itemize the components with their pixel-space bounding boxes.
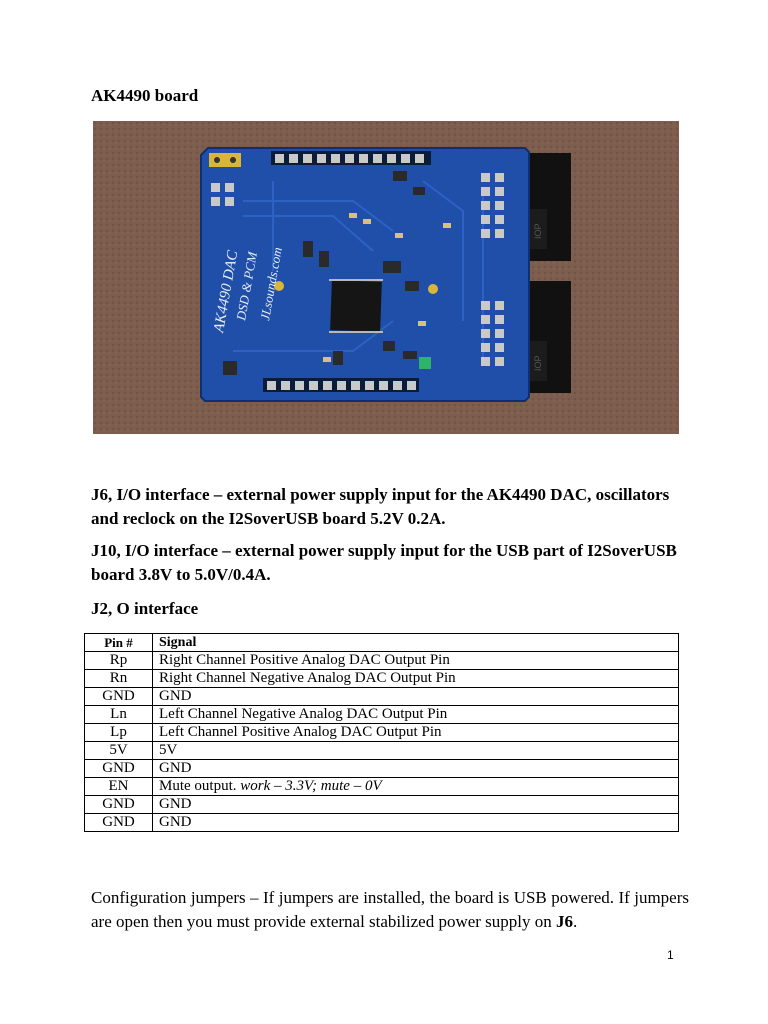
signal-cell: 5V: [152, 741, 679, 760]
config-text: Configuration jumpers – If jumpers are i…: [91, 888, 689, 931]
table-row: EN Mute output. work – 3.3V; mute – 0V: [84, 777, 679, 796]
table-row: 5V 5V: [84, 741, 679, 760]
config-end: .: [573, 912, 578, 931]
pin-cell: GND: [84, 795, 153, 814]
signal-cell: Mute output. work – 3.3V; mute – 0V: [152, 777, 679, 796]
page-number: 1: [667, 948, 674, 962]
signal-cell: Left Channel Negative Analog DAC Output …: [152, 705, 679, 724]
table-row: GND GND: [84, 759, 679, 778]
signal-cell: Right Channel Negative Analog DAC Output…: [152, 669, 679, 688]
column-header-pin: Pin #: [84, 633, 153, 652]
signal-text: Mute output.: [159, 778, 237, 794]
table-header-row: Pin # Signal: [84, 633, 679, 652]
pin-cell: Lp: [84, 723, 153, 742]
pin-cell: GND: [84, 813, 153, 832]
pin-cell: GND: [84, 687, 153, 706]
config-jumpers-paragraph: Configuration jumpers – If jumpers are i…: [91, 886, 689, 934]
pin-cell: 5V: [84, 741, 153, 760]
page-title: AK4490 board: [91, 86, 199, 105]
connector-label-upper: IOP: [533, 223, 543, 239]
pin-cell: Rp: [84, 651, 153, 670]
pin-cell: Rn: [84, 669, 153, 688]
column-header-signal: Signal: [152, 633, 679, 652]
table-row: GND GND: [84, 813, 679, 832]
table-row: Rp Right Channel Positive Analog DAC Out…: [84, 651, 679, 670]
j10-description: J10, I/O interface – external power supp…: [91, 541, 677, 584]
signal-cell: GND: [152, 795, 679, 814]
signal-cell: GND: [152, 813, 679, 832]
j2-heading: J2, O interface: [91, 599, 199, 618]
signal-note: work – 3.3V; mute – 0V: [240, 778, 382, 794]
pin-cell: EN: [84, 777, 153, 796]
board-photo: IOP IOP: [93, 121, 679, 434]
table-row: Rn Right Channel Negative Analog DAC Out…: [84, 669, 679, 688]
signal-cell: GND: [152, 759, 679, 778]
table-row: Lp Left Channel Positive Analog DAC Outp…: [84, 723, 679, 742]
config-bold-ref: J6: [556, 912, 574, 931]
connector-label-lower: IOP: [533, 355, 543, 371]
table-row: GND GND: [84, 687, 679, 706]
j6-description: J6, I/O interface – external power suppl…: [91, 485, 670, 528]
pin-cell: GND: [84, 759, 153, 778]
pin-table: Pin # Signal Rp Right Channel Positive A…: [84, 633, 679, 832]
signal-cell: Left Channel Positive Analog DAC Output …: [152, 723, 679, 742]
table-row: Ln Left Channel Negative Analog DAC Outp…: [84, 705, 679, 724]
signal-cell: GND: [152, 687, 679, 706]
pin-cell: Ln: [84, 705, 153, 724]
table-row: GND GND: [84, 795, 679, 814]
signal-cell: Right Channel Positive Analog DAC Output…: [152, 651, 679, 670]
